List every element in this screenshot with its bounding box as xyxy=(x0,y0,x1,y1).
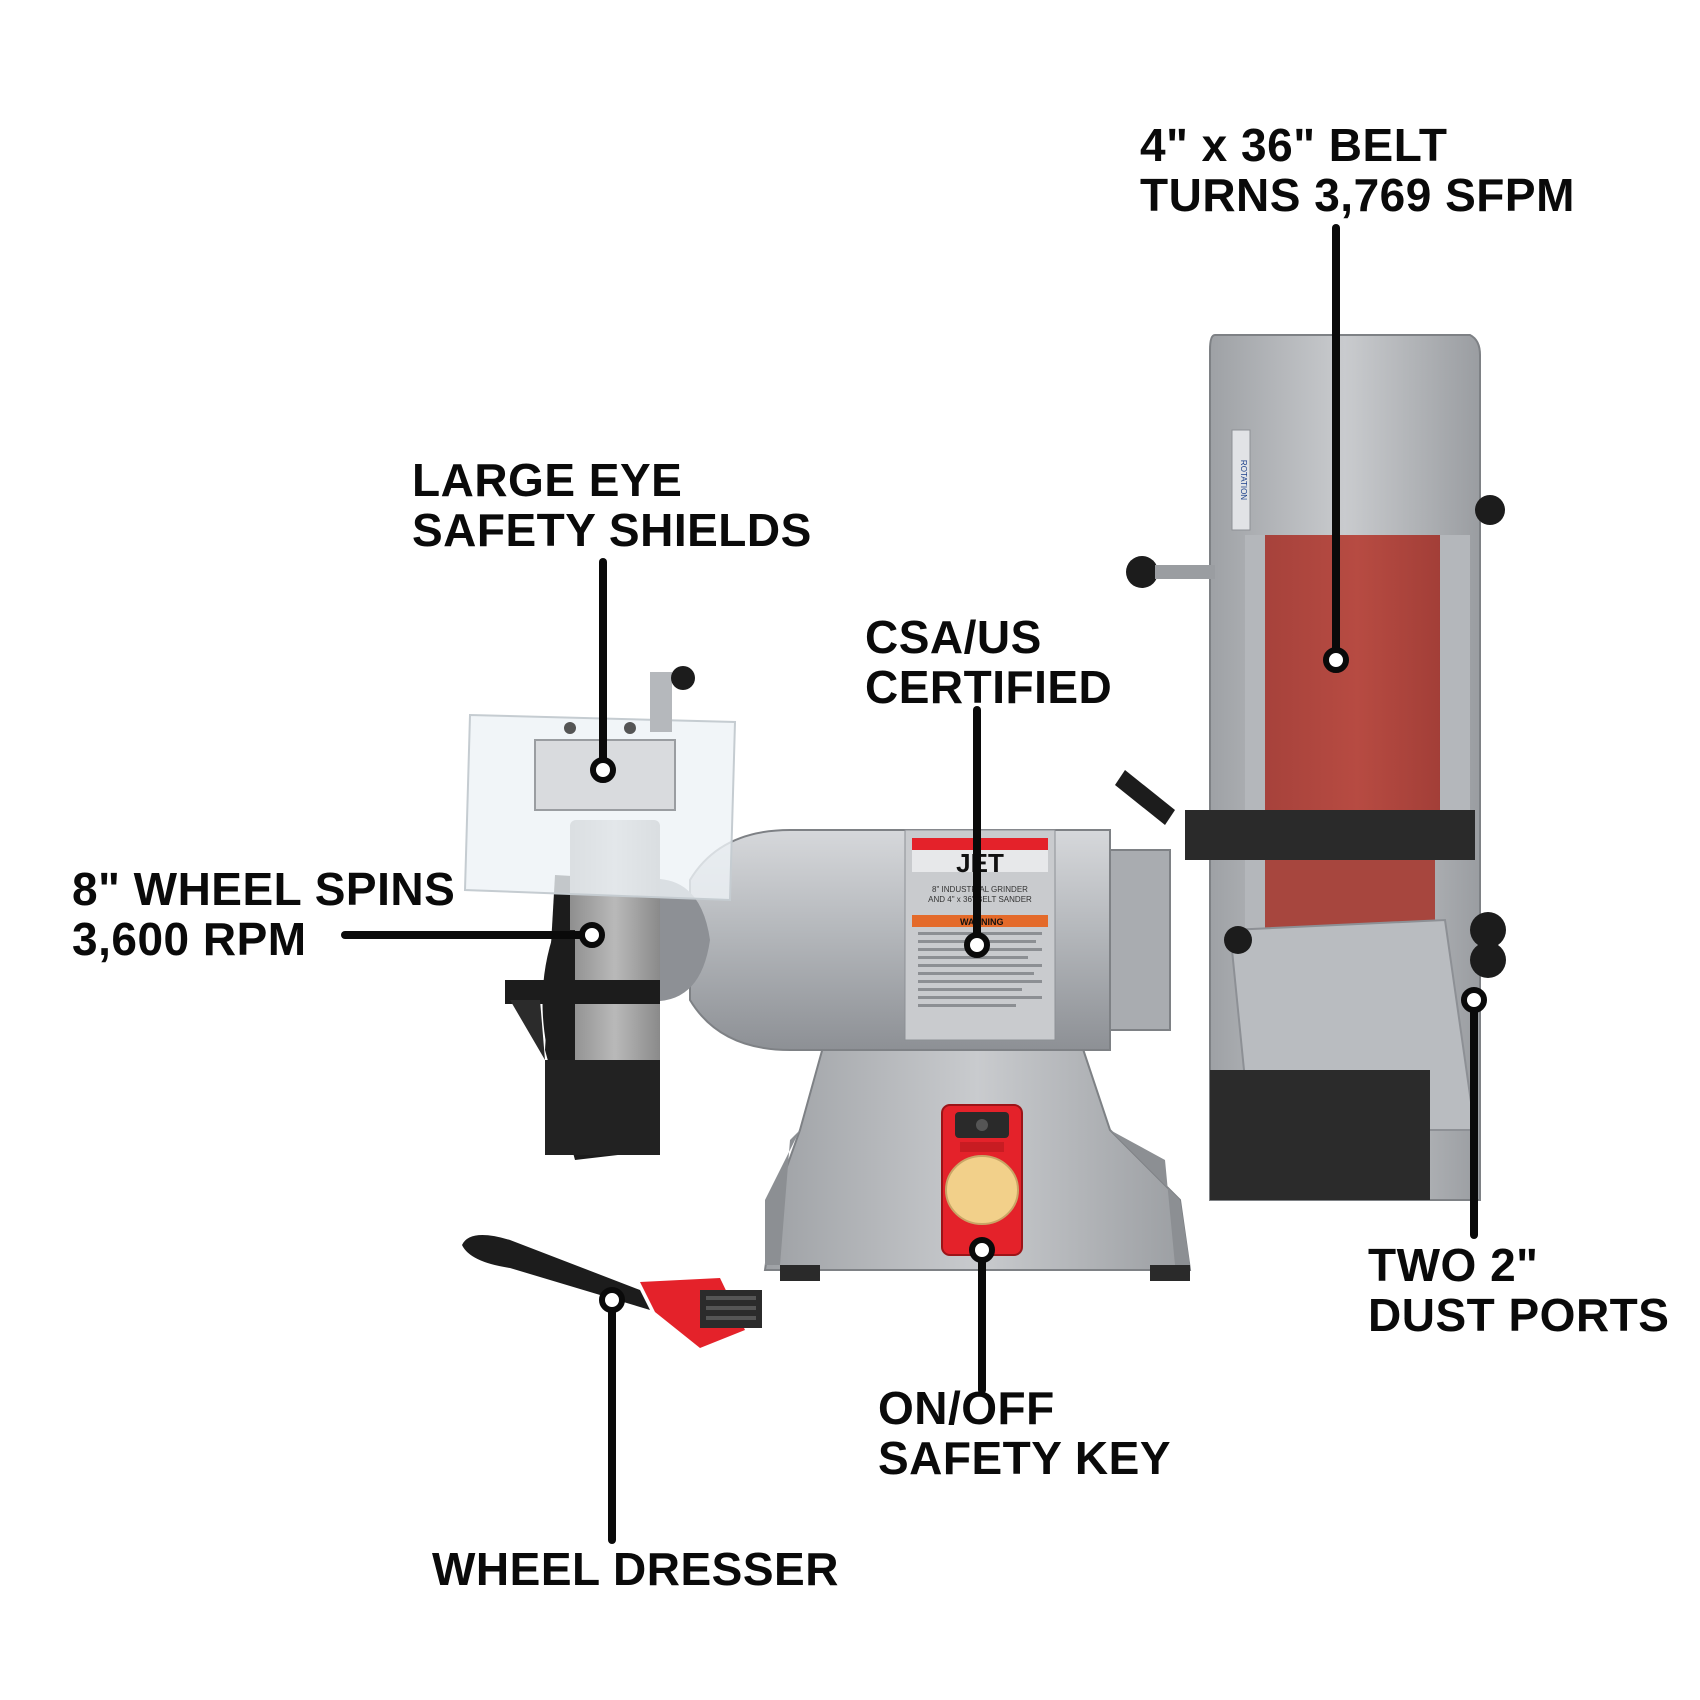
callout-dust-line1: TWO 2" xyxy=(1368,1239,1539,1291)
belt-sander-assembly: ROTATION xyxy=(1115,334,1506,1201)
rotation-label: ROTATION xyxy=(1239,460,1248,500)
callout-shields-line1: LARGE EYE xyxy=(412,454,683,506)
callout-belt-line1: 4" x 36" BELT xyxy=(1140,119,1448,171)
safety-key-switch xyxy=(941,1104,1023,1256)
callout-safety-key: ON/OFF SAFETY KEY xyxy=(878,1383,1171,1483)
callout-shields-line2: SAFETY SHIELDS xyxy=(412,504,812,556)
callout-certified-line2: CERTIFIED xyxy=(865,661,1113,713)
leader-lines xyxy=(341,224,1478,1544)
callout-belt: 4" x 36" BELT TURNS 3,769 SFPM xyxy=(1140,120,1575,220)
callout-dust-ports: TWO 2" DUST PORTS xyxy=(1368,1240,1669,1340)
callout-certified-line1: CSA/US xyxy=(865,611,1042,663)
leader-dots xyxy=(579,647,1487,1313)
callout-key-line1: ON/OFF xyxy=(878,1382,1055,1434)
callout-dust-line2: DUST PORTS xyxy=(1368,1289,1670,1341)
callout-key-line2: SAFETY KEY xyxy=(878,1432,1171,1484)
callout-certified: CSA/US CERTIFIED xyxy=(865,612,1112,712)
callout-dresser-line1: WHEEL DRESSER xyxy=(432,1543,839,1595)
callout-wheel-dresser: WHEEL DRESSER xyxy=(432,1544,839,1594)
callout-shields: LARGE EYE SAFETY SHIELDS xyxy=(412,455,812,555)
callout-wheel: 8" WHEEL SPINS 3,600 RPM xyxy=(72,864,455,964)
callout-wheel-line2: 3,600 RPM xyxy=(72,913,307,965)
motor-housing: JET 8" INDUSTRIAL GRINDER AND 4" x 36" B… xyxy=(689,829,1171,1051)
callout-wheel-line1: 8" WHEEL SPINS xyxy=(72,863,456,915)
warning-label: WARNING xyxy=(960,917,1004,927)
callout-belt-line2: TURNS 3,769 SFPM xyxy=(1140,169,1575,221)
grinding-wheel-assembly xyxy=(463,666,737,1160)
